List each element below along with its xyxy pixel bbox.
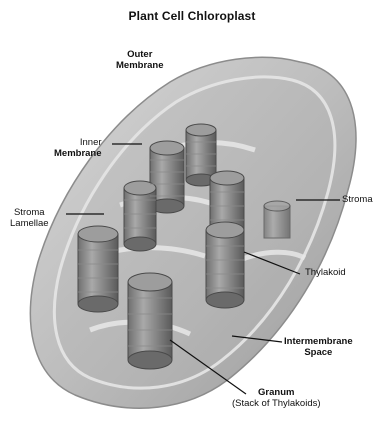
label-stroma-lamellae: Stroma Lamellae: [10, 208, 49, 229]
granum-3: [124, 181, 156, 251]
granum-6: [206, 222, 244, 308]
label-granum: Granum (Stack of Thylakoids): [232, 388, 321, 409]
label-thylakoid: Thylakoid: [305, 268, 346, 279]
granum-8: [264, 201, 290, 238]
label-outer-membrane: Outer Membrane: [116, 50, 164, 71]
granum-5: [78, 226, 118, 312]
granum-7: [128, 273, 172, 369]
label-intermembrane-space: Intermembrane Space: [284, 337, 353, 358]
label-stroma: Stroma: [342, 195, 373, 206]
label-inner-membrane: Inner Membrane: [54, 138, 102, 159]
